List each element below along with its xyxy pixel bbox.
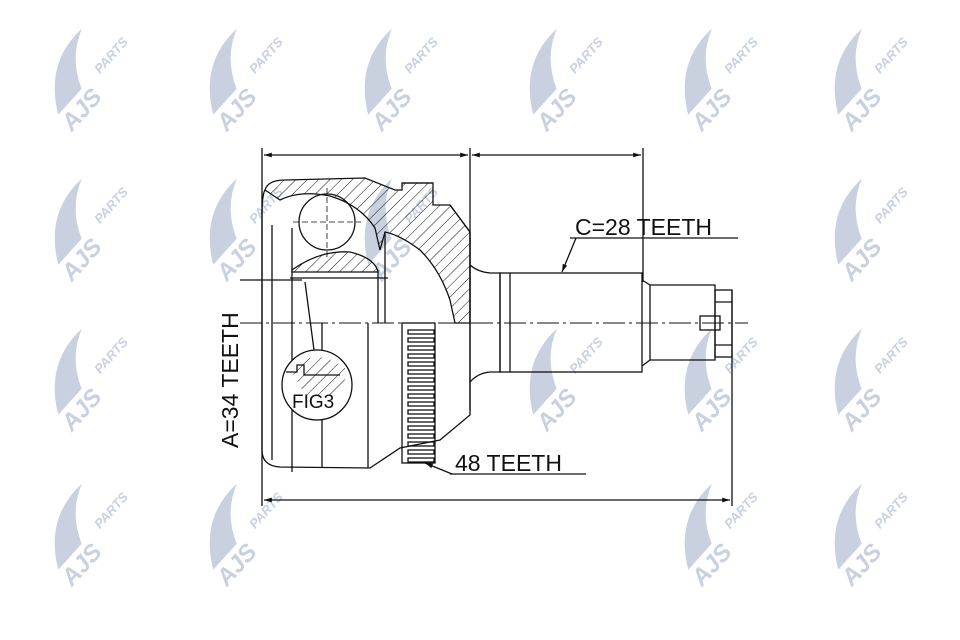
logo-sub-text: PARTS xyxy=(91,489,131,531)
logo-sub-text: PARTS xyxy=(871,334,911,376)
logo-sub-text: PARTS xyxy=(721,489,761,531)
abs-tooth xyxy=(407,433,435,439)
abs-tooth xyxy=(407,425,435,431)
abs-tooth xyxy=(407,449,435,455)
abs-tooth xyxy=(407,409,435,415)
logo-sub-text: PARTS xyxy=(566,34,606,76)
abs-tooth xyxy=(407,377,435,383)
abs-tooth xyxy=(407,329,435,335)
logo-sub-text: PARTS xyxy=(401,34,441,76)
abs-tooth xyxy=(407,353,435,359)
abs-tooth xyxy=(407,457,435,463)
logo-sub-text: PARTS xyxy=(91,34,131,76)
label-c-teeth: C=28 TEETH xyxy=(575,214,712,240)
abs-tooth xyxy=(407,417,435,423)
logo-sub-text: PARTS xyxy=(566,334,606,376)
abs-tooth xyxy=(407,361,435,367)
logo-sub-text: PARTS xyxy=(721,34,761,76)
label-abs-teeth: 48 TEETH xyxy=(455,450,562,476)
abs-tooth xyxy=(407,337,435,343)
abs-tooth xyxy=(407,401,435,407)
logo-sub-text: PARTS xyxy=(871,489,911,531)
abs-tooth xyxy=(407,345,435,351)
label-fig3: FIG3 xyxy=(292,392,334,413)
part-outline xyxy=(240,148,748,506)
abs-ring-teeth xyxy=(407,329,435,463)
logo-sub-text: PARTS xyxy=(246,34,286,76)
abs-tooth xyxy=(407,369,435,375)
logo-sub-text: PARTS xyxy=(721,334,761,376)
logo-sub-text: PARTS xyxy=(91,184,131,226)
logo-sub-text: PARTS xyxy=(871,184,911,226)
label-a-teeth: A=34 TEETH xyxy=(217,312,243,448)
logo-sub-text: PARTS xyxy=(91,334,131,376)
logo-sub-text: PARTS xyxy=(871,34,911,76)
abs-tooth xyxy=(407,393,435,399)
abs-tooth xyxy=(407,441,435,447)
abs-tooth xyxy=(407,385,435,391)
logo-sub-text: PARTS xyxy=(246,489,286,531)
